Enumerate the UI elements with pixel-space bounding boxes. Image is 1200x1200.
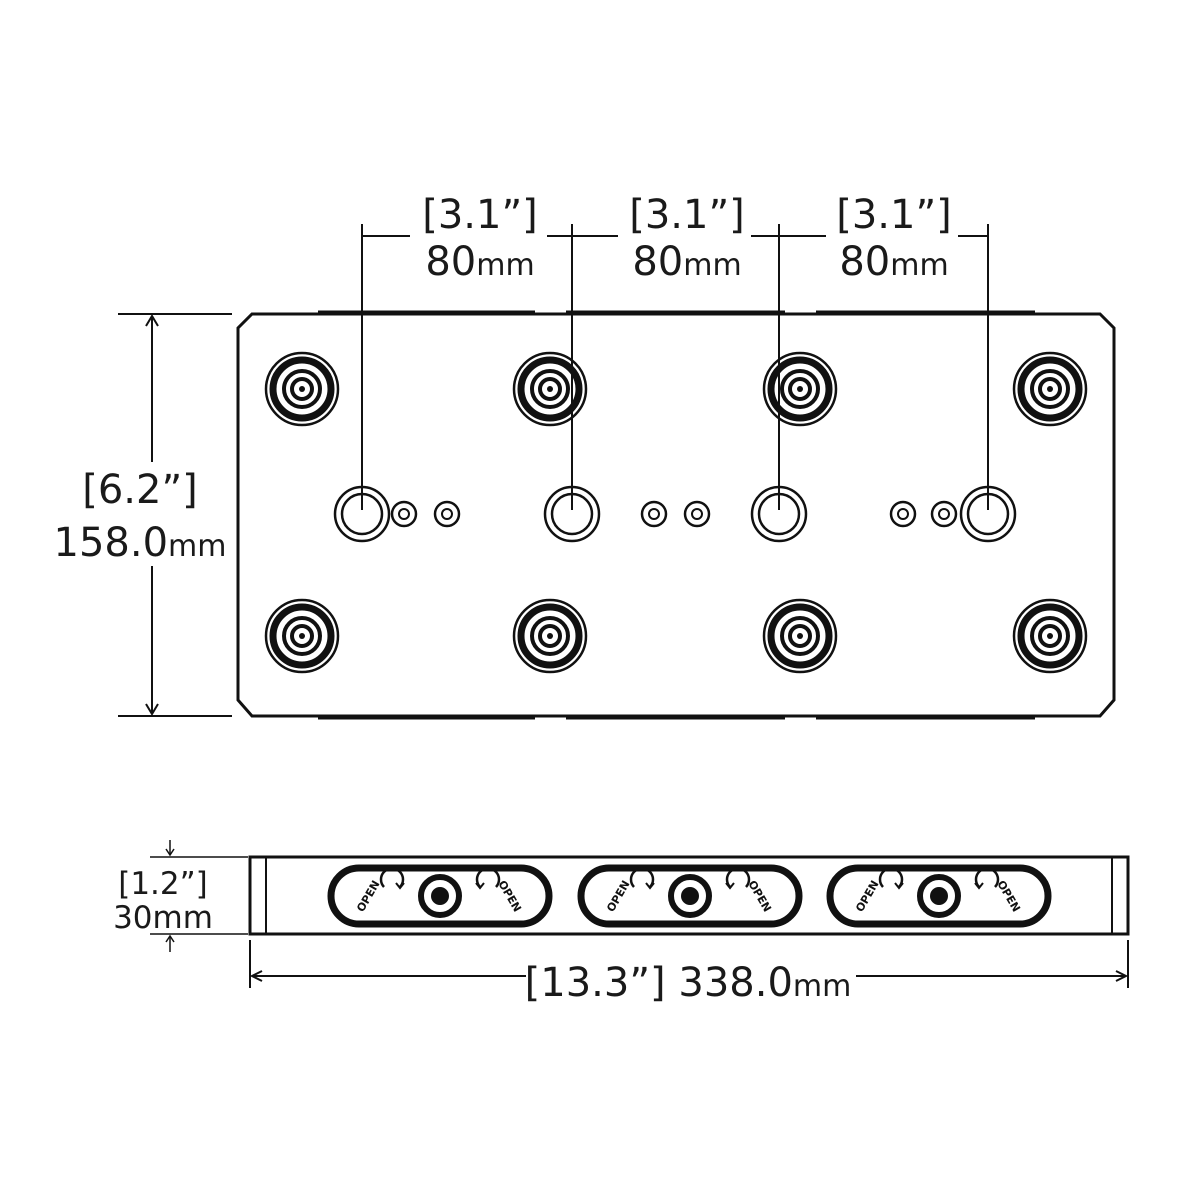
open-slot: OPEN OPEN — [577, 864, 803, 928]
plate-edge-bars — [318, 310, 1035, 720]
open-label: OPEN — [745, 878, 773, 914]
mounting-boss-icon — [762, 351, 838, 427]
rotate-arrow-icon — [878, 867, 904, 890]
mounting-boss-icon — [1012, 598, 1088, 674]
thickness-mm: 30mm — [113, 900, 213, 936]
spacing-2-inches: [3.1”] — [629, 192, 745, 238]
small-hole-icon — [640, 500, 668, 528]
length-label: [13.3”] 338.0mm — [525, 960, 852, 1006]
small-hole-icon — [930, 500, 958, 528]
mounting-bosses — [264, 351, 1088, 674]
height-mm: 158.0mm — [54, 520, 227, 566]
small-holes — [390, 500, 958, 528]
open-label: OPEN — [354, 878, 382, 914]
thickness-dimension — [150, 840, 248, 952]
spacing-1-mm: 80mm — [425, 239, 534, 285]
mounting-boss-icon — [762, 598, 838, 674]
spacing-label-1: [3.1”] 80mm — [422, 192, 538, 285]
length-dimension — [249, 940, 1129, 988]
height-dimension — [118, 313, 232, 717]
rotate-arrow-icon — [475, 867, 501, 890]
open-slots: OPEN OPEN OPEN OPEN OPEN OPEN — [327, 864, 1052, 928]
rotate-arrow-icon — [725, 867, 751, 890]
small-hole-icon — [683, 500, 711, 528]
height-inches: [6.2”] — [82, 467, 198, 513]
mounting-boss-icon — [264, 351, 340, 427]
mounting-boss-icon — [512, 351, 588, 427]
mounting-boss-icon — [264, 598, 340, 674]
small-hole-icon — [390, 500, 418, 528]
side-body — [248, 855, 1130, 936]
rotate-arrow-icon — [974, 867, 1000, 890]
open-label: OPEN — [994, 878, 1022, 914]
spacing-label-3: [3.1”] 80mm — [836, 192, 952, 285]
open-label: OPEN — [604, 878, 632, 914]
rotate-arrow-icon — [379, 867, 405, 890]
spacing-3-mm: 80mm — [839, 239, 948, 285]
spacing-dimension-lines — [361, 224, 989, 510]
top-view: [3.1”] 80mm [3.1”] 80mm [3.1”] 80mm [6.2… — [54, 192, 1116, 720]
thickness-inches: [1.2”] — [118, 866, 208, 902]
large-holes — [333, 485, 1017, 543]
spacing-3-inches: [3.1”] — [836, 192, 952, 238]
side-view: OPEN OPEN OPEN OPEN OPEN OPEN [1.2”] 30mm [13… — [113, 840, 1130, 1006]
mounting-boss-icon — [1012, 351, 1088, 427]
rotate-arrow-icon — [629, 867, 655, 890]
small-hole-icon — [433, 500, 461, 528]
open-label: OPEN — [853, 878, 881, 914]
spacing-label-2: [3.1”] 80mm — [629, 192, 745, 285]
open-slot: OPEN OPEN — [826, 864, 1052, 928]
open-slot: OPEN OPEN — [327, 864, 553, 928]
spacing-2-mm: 80mm — [632, 239, 741, 285]
mounting-boss-icon — [512, 598, 588, 674]
spacing-1-inches: [3.1”] — [422, 192, 538, 238]
plate-outline — [236, 312, 1116, 718]
open-label: OPEN — [495, 878, 523, 914]
small-hole-icon — [889, 500, 917, 528]
